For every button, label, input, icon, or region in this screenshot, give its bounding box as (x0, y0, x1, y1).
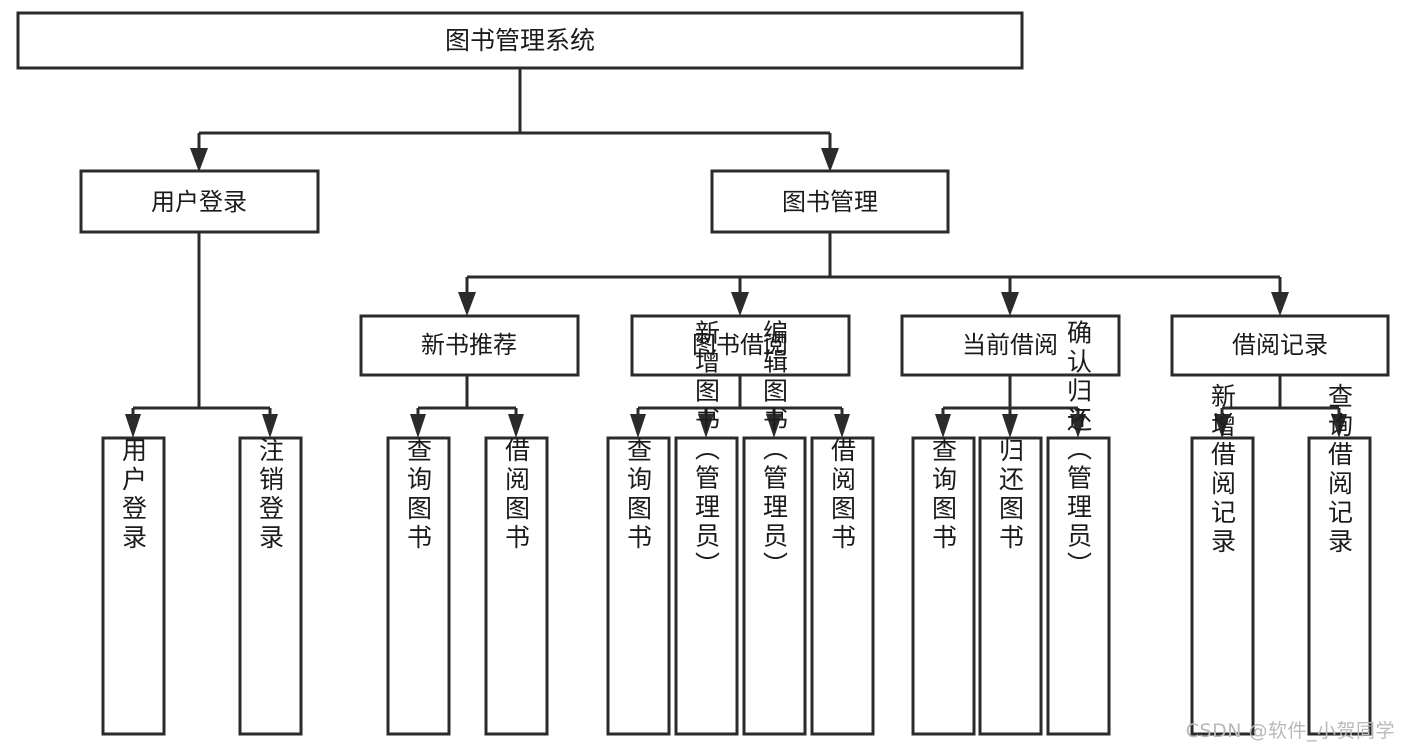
leaf-book-borrow-4-label: 借阅图书 (828, 437, 857, 553)
leaf-book-borrow-1[interactable]: 查询图书 (606, 436, 671, 736)
node-root[interactable]: 图书管理系统 (16, 11, 1024, 70)
connector-group-new-book (410, 375, 524, 438)
arrow-head-bb-leaf-2 (698, 414, 714, 438)
leaf-current-borrow-3-box[interactable] (1046, 436, 1111, 736)
leaf-book-borrow-1-box[interactable] (606, 436, 671, 736)
node-current-borrow-label: 当前借阅 (962, 331, 1058, 359)
node-root-label: 图书管理系统 (445, 26, 595, 55)
leaf-current-borrow-2-label: 归还图书 (996, 437, 1025, 553)
leaf-current-borrow-3-label: 确认归还（管理员） (1064, 320, 1093, 581)
arrow-head-cb-leaf-3 (1070, 414, 1086, 438)
node-borrow-record[interactable]: 借阅记录 (1170, 314, 1390, 377)
leaf-user-login-2[interactable]: 注销登录 (238, 436, 303, 736)
node-book-borrow-label: 图书借阅 (692, 331, 788, 359)
arrow-head-cb-leaf-2 (1002, 414, 1018, 438)
node-borrow-record-box[interactable] (1170, 314, 1390, 377)
node-book-borrow-box[interactable] (630, 314, 851, 377)
arrow-head-current-borrow (1001, 292, 1019, 316)
arrow-head-nb-leaf-2 (508, 414, 524, 438)
leaf-current-borrow-1-label: 查询图书 (929, 437, 958, 553)
arrow-head-bb-leaf-3 (766, 414, 782, 438)
leaf-borrow-record-2-label: 查询借阅记录 (1325, 383, 1354, 557)
leaf-user-login-2-box[interactable] (238, 436, 303, 736)
leaf-new-book-2-box[interactable] (484, 436, 549, 736)
arrow-head-user-login (190, 148, 208, 172)
arrow-head-br-leaf-1 (1214, 414, 1230, 438)
connector-group-user-login (125, 232, 278, 438)
node-new-book-recommend-box[interactable] (359, 314, 580, 377)
leaf-borrow-record-1-label: 新增借阅记录 (1208, 383, 1237, 557)
leaf-book-borrow-4-box[interactable] (810, 436, 875, 736)
leaf-book-borrow-3-label: 编辑图书（管理员） (760, 320, 789, 581)
arrow-head-br-leaf-2 (1331, 414, 1347, 438)
connector-group-current-borrow (935, 375, 1086, 438)
leaf-user-login-1[interactable]: 用户登录 (101, 436, 166, 736)
node-new-book-recommend-label: 新书推荐 (421, 331, 517, 359)
leaf-current-borrow-2[interactable]: 归还图书 (978, 436, 1043, 736)
leaf-new-book-1[interactable]: 查询图书 (386, 436, 451, 736)
leaf-new-book-1-box[interactable] (386, 436, 451, 736)
arrow-head-borrow-record (1271, 292, 1289, 316)
arrow-head-cb-leaf-1 (935, 414, 951, 438)
leaf-borrow-record-1-box[interactable] (1190, 436, 1255, 736)
node-borrow-record-label: 借阅记录 (1232, 331, 1328, 359)
arrow-head-nb-leaf-1 (410, 414, 426, 438)
leaf-book-borrow-3[interactable]: 编辑图书（管理员） (742, 320, 807, 736)
arrow-head-ul-leaf-2 (262, 414, 278, 438)
leaf-book-borrow-4[interactable]: 借阅图书 (810, 436, 875, 736)
arrow-head-book-mgmt (821, 148, 839, 172)
leaf-user-login-1-label: 用户登录 (119, 437, 148, 553)
leaf-book-borrow-3-box[interactable] (742, 436, 807, 736)
leaf-book-borrow-2-label: 新增图书（管理员） (692, 320, 721, 581)
leaf-book-borrow-1-label: 查询图书 (624, 437, 653, 553)
leaf-new-book-2[interactable]: 借阅图书 (484, 436, 549, 736)
leaf-new-book-2-label: 借阅图书 (502, 437, 531, 553)
arrow-head-bb-leaf-1 (630, 414, 646, 438)
connector-group-root (190, 68, 839, 172)
leaf-borrow-record-1[interactable]: 新增借阅记录 (1190, 383, 1255, 736)
arrow-head-ul-leaf-1 (125, 414, 141, 438)
node-book-management-label: 图书管理 (782, 188, 878, 216)
node-book-management-box[interactable] (710, 169, 950, 234)
leaf-borrow-record-2[interactable]: 查询借阅记录 (1307, 383, 1372, 736)
leaf-user-login-2-label: 注销登录 (256, 437, 285, 553)
leaf-current-borrow-2-box[interactable] (978, 436, 1043, 736)
leaf-current-borrow-1-box[interactable] (911, 436, 976, 736)
connector-group-borrow-record (1214, 375, 1347, 438)
connector-group-book-borrow (630, 375, 850, 438)
leaf-current-borrow-3[interactable]: 确认归还（管理员） (1046, 320, 1111, 736)
connector-group-book-mgmt (458, 232, 1289, 316)
node-user-login-box[interactable] (79, 169, 320, 234)
arrow-head-book-borrow (731, 292, 749, 316)
node-user-login[interactable]: 用户登录 (79, 169, 320, 234)
node-root-box[interactable] (16, 11, 1024, 70)
leaf-new-book-1-label: 查询图书 (404, 437, 433, 553)
arrow-head-new-book (458, 292, 476, 316)
leaf-current-borrow-1[interactable]: 查询图书 (911, 436, 976, 736)
leaf-book-borrow-2-box[interactable] (674, 436, 739, 736)
node-book-management[interactable]: 图书管理 (710, 169, 950, 234)
arrow-head-bb-leaf-4 (834, 414, 850, 438)
node-book-borrow[interactable]: 图书借阅 (630, 314, 851, 377)
leaf-user-login-1-box[interactable] (101, 436, 166, 736)
node-current-borrow[interactable]: 当前借阅 (900, 314, 1121, 377)
leaf-borrow-record-2-box[interactable] (1307, 436, 1372, 736)
node-user-login-label: 用户登录 (151, 188, 247, 216)
leaf-book-borrow-2[interactable]: 新增图书（管理员） (674, 320, 739, 736)
node-new-book-recommend[interactable]: 新书推荐 (359, 314, 580, 377)
node-current-borrow-box[interactable] (900, 314, 1121, 377)
